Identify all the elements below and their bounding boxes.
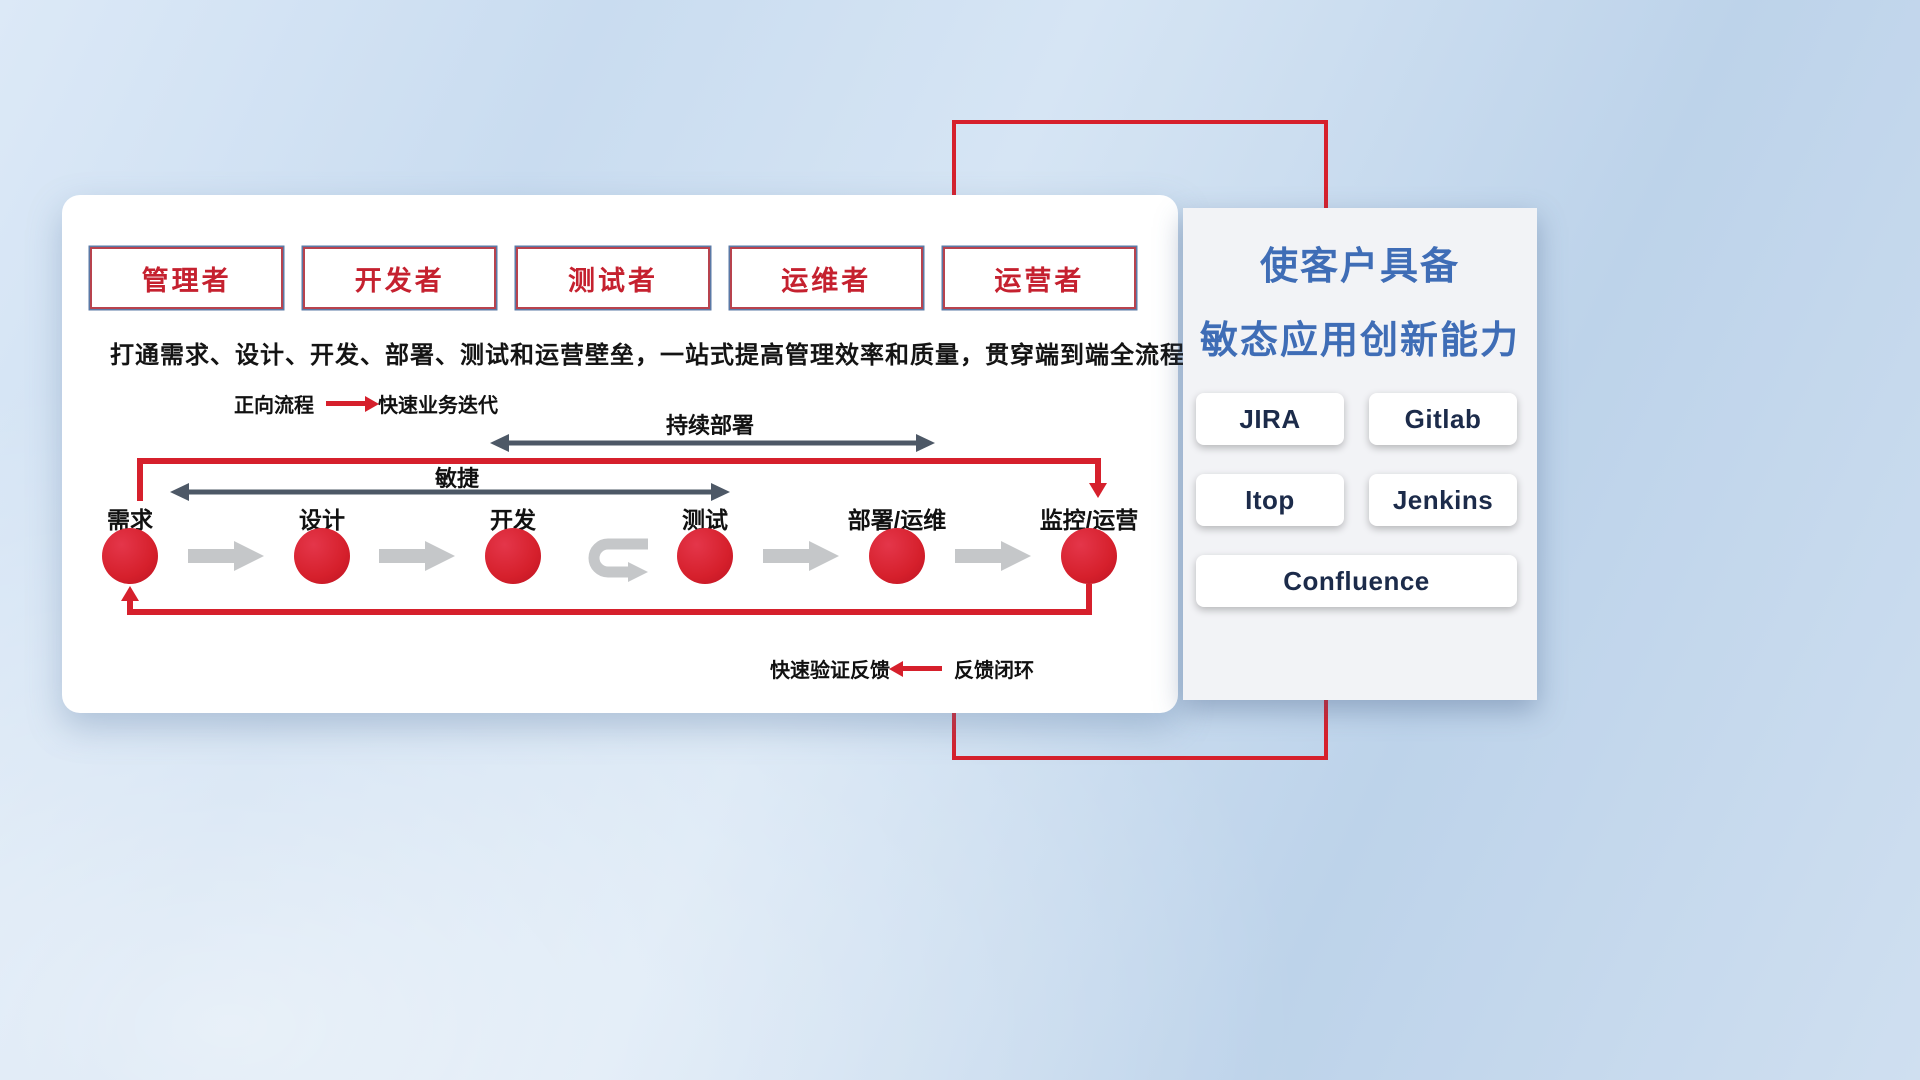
continuous-deploy-right-arrowhead-icon (916, 434, 935, 452)
tool-badges: JIRA Gitlab Itop Jenkins Confluence (1196, 393, 1526, 607)
process-arrow-icon (188, 541, 264, 571)
feedback-loop-arrowhead-icon (121, 586, 139, 601)
forward-flow-arrowhead-icon (1089, 483, 1107, 498)
tool-badge-jira: JIRA (1196, 393, 1344, 445)
feedback-arrow-icon (889, 660, 942, 677)
legend-feedback-desc: 快速验证反馈 (770, 660, 890, 682)
continuous-deploy-label: 持续部署 (665, 413, 755, 438)
forward-arrow-icon (326, 395, 379, 412)
role-label: 开发者 (354, 265, 445, 296)
tool-badge-confluence: Confluence (1196, 555, 1517, 607)
process-arrow-icon (379, 541, 455, 571)
iteration-loop-arrowhead-icon (628, 562, 648, 582)
role-box-tester: 测试者 (516, 247, 710, 309)
role-box-manager: 管理者 (90, 247, 284, 309)
continuous-deploy-left-arrowhead-icon (490, 434, 509, 452)
role-label: 测试者 (568, 265, 658, 296)
legend-forward-label: 正向流程 (234, 395, 314, 417)
legend-feedback-label: 反馈闭环 (954, 660, 1034, 682)
role-box-ops: 运维者 (729, 247, 923, 309)
agile-right-arrowhead-icon (711, 483, 730, 501)
process-arrow-icon (763, 541, 839, 571)
capability-title-line2: 敏态应用创新能力 (1199, 320, 1520, 362)
node-circle-test (677, 528, 733, 584)
feedback-loop-line (127, 584, 1092, 615)
node-circle-monitor-operations (1061, 528, 1117, 584)
legend-feedback-loop: 快速验证反馈 反馈闭环 (770, 654, 1034, 683)
role-box-operations: 运营者 (942, 247, 1137, 309)
role-label: 运营者 (994, 265, 1085, 296)
forward-flow-line (137, 458, 1101, 501)
role-label: 管理者 (141, 265, 232, 296)
panel-subtitle: 打通需求、设计、开发、部署、测试和运营壁垒，一站式提高管理效率和质量，贯穿端到端… (110, 342, 1185, 369)
legend-forward-desc: 快速业务迭代 (378, 395, 498, 417)
tool-badge-gitlab: Gitlab (1369, 393, 1517, 445)
capability-panel: 使客户具备 敏态应用创新能力 JIRA Gitlab Itop Jenkins … (1183, 208, 1537, 700)
node-circle-develop (485, 528, 541, 584)
tool-badge-itop: Itop (1196, 474, 1344, 526)
capability-title: 使客户具备 敏态应用创新能力 (1183, 230, 1537, 378)
tool-badge-jenkins: Jenkins (1369, 474, 1517, 526)
iteration-loop-icon (588, 538, 648, 578)
process-arrow-icon (955, 541, 1031, 571)
role-label: 运维者 (781, 265, 872, 296)
node-circle-design (294, 528, 350, 584)
devops-flow-panel: 管理者 开发者 测试者 运维者 运营者 打通需求、设计、开发、部署、测试和运营壁… (62, 195, 1185, 713)
agile-label: 敏捷 (434, 466, 480, 491)
capability-title-line1: 使客户具备 (1259, 246, 1460, 288)
role-boxes-row: 管理者 开发者 测试者 运维者 运营者 (90, 247, 1137, 309)
agile-left-arrowhead-icon (170, 483, 189, 501)
node-circle-deploy-ops (869, 528, 925, 584)
legend-forward-flow: 正向流程 快速业务迭代 (234, 389, 498, 418)
node-circle-requirements (102, 528, 158, 584)
role-box-developer: 开发者 (303, 247, 497, 309)
